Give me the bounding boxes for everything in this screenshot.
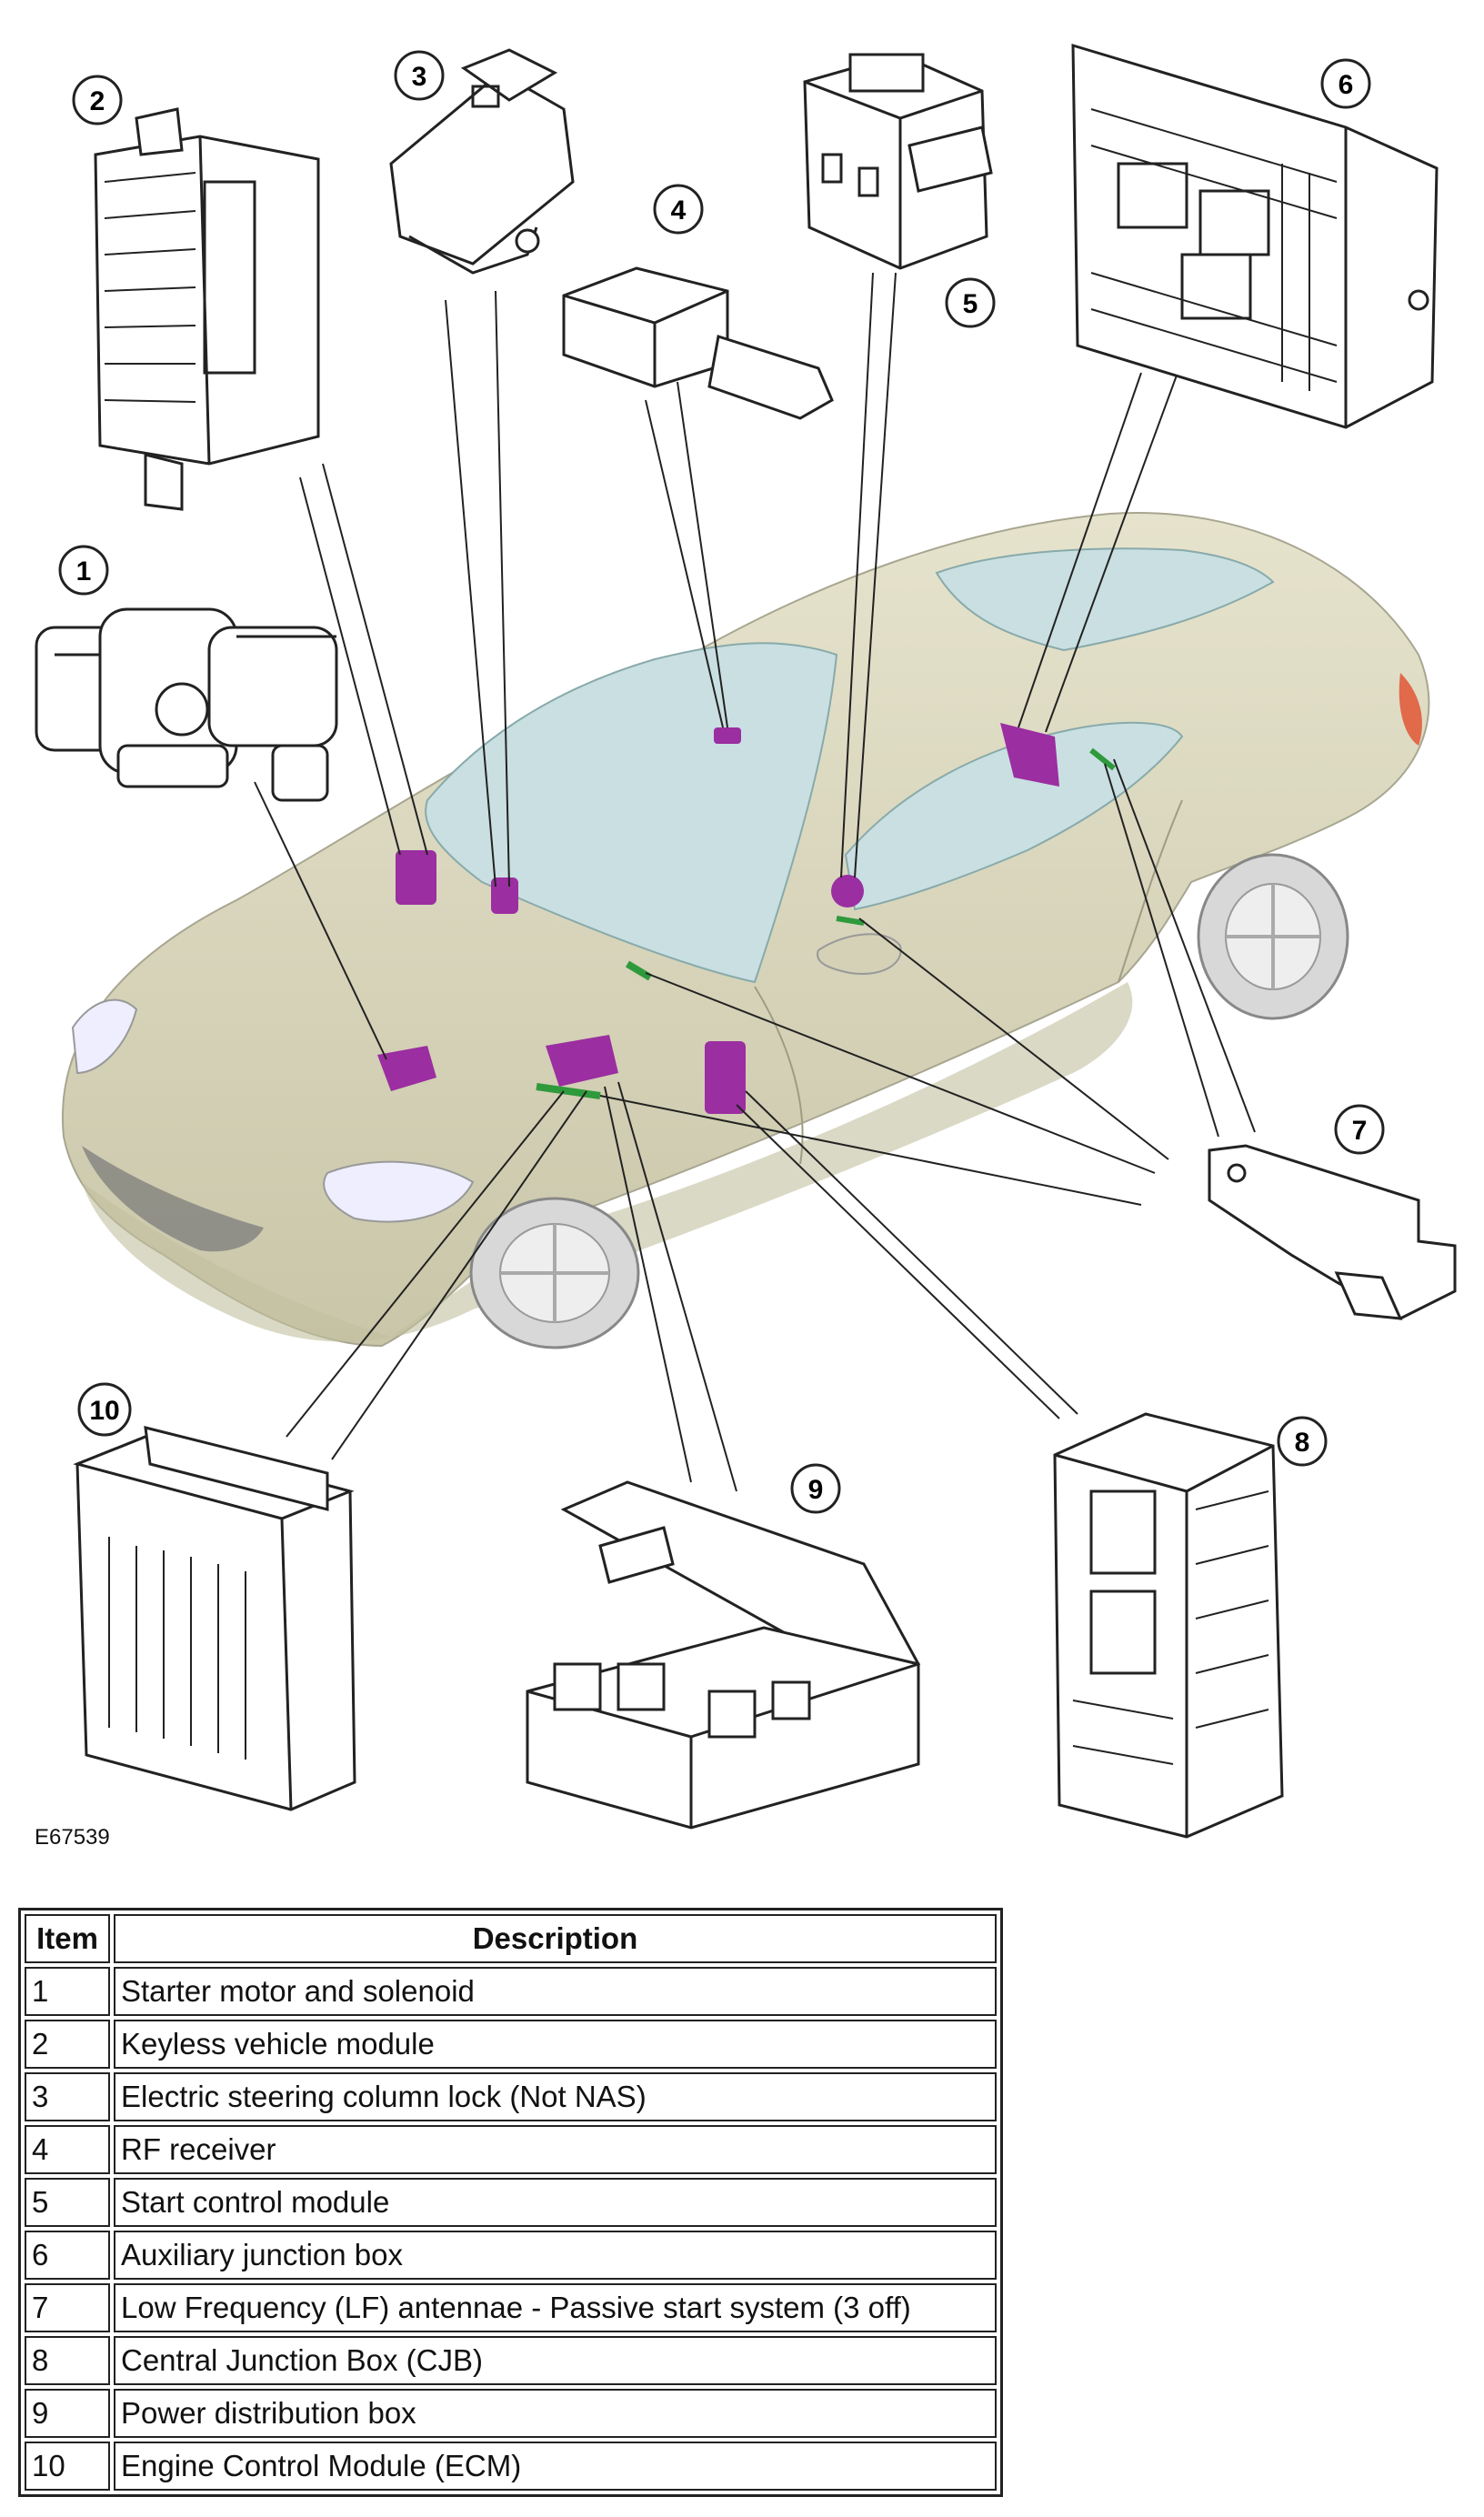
- legend-item-description: Low Frequency (LF) antennae - Passive st…: [114, 2283, 997, 2332]
- callout-number: 7: [1352, 1116, 1368, 1146]
- diagram-canvas: 1 2 3 4 5 6 7 8: [35, 43, 1457, 1850]
- lf-antenna-drawing: [1208, 1144, 1457, 1320]
- legend-item-number: 9: [25, 2389, 110, 2438]
- component-location-diagram: 1 2 3 4 5 6 7 8: [35, 43, 1457, 1850]
- legend-header-item: Item: [25, 1914, 110, 1963]
- callout-3: 3: [394, 50, 445, 101]
- legend-item-number: 2: [25, 2020, 110, 2069]
- kvm-location: [396, 850, 436, 905]
- figure-code: E67539: [35, 1825, 110, 1850]
- front-wheel: [469, 1197, 640, 1349]
- highlighted-components: [377, 723, 1116, 1114]
- legend-row: 10 Engine Control Module (ECM): [25, 2442, 997, 2491]
- ecm-drawing: [73, 1426, 356, 1811]
- legend-item-description: Power distribution box: [114, 2389, 997, 2438]
- legend-header-description: Description: [114, 1914, 997, 1963]
- callout-8: 8: [1277, 1416, 1328, 1467]
- legend-row: 4 RF receiver: [25, 2125, 997, 2174]
- legend-table: Item Description 1 Starter motor and sol…: [18, 1908, 1003, 2497]
- legend-item-description: RF receiver: [114, 2125, 997, 2174]
- legend-item-number: 5: [25, 2178, 110, 2227]
- aux-junction-location: [1000, 723, 1059, 787]
- callout-6: 6: [1320, 58, 1371, 109]
- keyless-vehicle-module-drawing: [94, 107, 320, 511]
- legend-item-number: 1: [25, 1967, 110, 2016]
- legend-item-number: 3: [25, 2072, 110, 2121]
- legend-item-number: 8: [25, 2336, 110, 2385]
- callout-2: 2: [72, 75, 123, 125]
- rf-receiver-location: [714, 727, 741, 744]
- lf-antenna-front: [536, 1083, 601, 1099]
- starter-motor-drawing: [35, 607, 338, 802]
- steering-lock-location: [491, 877, 518, 914]
- callout-9: 9: [790, 1463, 841, 1514]
- callouts: 1 2 3 4 5 6 7 8: [58, 50, 1385, 1514]
- rf-receiver-drawing: [562, 266, 834, 420]
- legend-item-description: Keyless vehicle module: [114, 2020, 997, 2069]
- legend-row: 1 Starter motor and solenoid: [25, 1967, 997, 2016]
- legend-item-description: Electric steering column lock (Not NAS): [114, 2072, 997, 2121]
- car-illustration: [62, 512, 1430, 1349]
- lf-antenna-door: [836, 916, 865, 926]
- callout-number: 5: [963, 289, 978, 319]
- legend-header-row: Item Description: [25, 1914, 997, 1963]
- callout-number: 9: [808, 1475, 824, 1505]
- cjb-drawing: [1053, 1412, 1284, 1839]
- legend-item-number: 7: [25, 2283, 110, 2332]
- start-control-location: [831, 875, 864, 908]
- callout-number: 8: [1295, 1428, 1310, 1458]
- pdb-location: [546, 1035, 618, 1087]
- auxiliary-junction-box-drawing: [1071, 43, 1439, 429]
- legend-item-description: Auxiliary junction box: [114, 2231, 997, 2280]
- legend-row: 3 Electric steering column lock (Not NAS…: [25, 2072, 997, 2121]
- legend-item-description: Central Junction Box (CJB): [114, 2336, 997, 2385]
- callout-1: 1: [58, 545, 109, 596]
- lf-antenna-centre: [625, 960, 653, 981]
- callout-5: 5: [945, 277, 996, 328]
- legend-item-description: Engine Control Module (ECM): [114, 2442, 997, 2491]
- callout-number: 2: [90, 86, 105, 116]
- callout-4: 4: [653, 184, 704, 235]
- start-control-module-drawing: [803, 53, 993, 270]
- legend-item-description: Starter motor and solenoid: [114, 1967, 997, 2016]
- callout-number: 4: [671, 196, 687, 226]
- callout-number: 1: [76, 557, 92, 587]
- legend-item-number: 10: [25, 2442, 110, 2491]
- legend-row: 8 Central Junction Box (CJB): [25, 2336, 997, 2385]
- legend-item-number: 4: [25, 2125, 110, 2174]
- callout-number: 3: [412, 62, 427, 92]
- rear-wheel: [1197, 853, 1349, 1020]
- callout-number: 6: [1339, 70, 1354, 100]
- lf-antenna-rear: [1089, 747, 1116, 771]
- callout-number: 10: [89, 1396, 119, 1426]
- callout-7: 7: [1334, 1104, 1385, 1155]
- legend-row: 5 Start control module: [25, 2178, 997, 2227]
- legend-row: 2 Keyless vehicle module: [25, 2020, 997, 2069]
- cjb-location: [705, 1041, 746, 1114]
- legend-row: 9 Power distribution box: [25, 2389, 997, 2438]
- legend-row: 7 Low Frequency (LF) antennae - Passive …: [25, 2283, 997, 2332]
- leader-lines: [254, 272, 1256, 1492]
- legend-item-description: Start control module: [114, 2178, 997, 2227]
- steering-column-lock-drawing: [389, 48, 575, 275]
- legend-row: 6 Auxiliary junction box: [25, 2231, 997, 2280]
- starter-location: [377, 1046, 436, 1091]
- callout-10: 10: [77, 1382, 132, 1437]
- legend-item-number: 6: [25, 2231, 110, 2280]
- power-distribution-box-drawing: [526, 1480, 921, 1830]
